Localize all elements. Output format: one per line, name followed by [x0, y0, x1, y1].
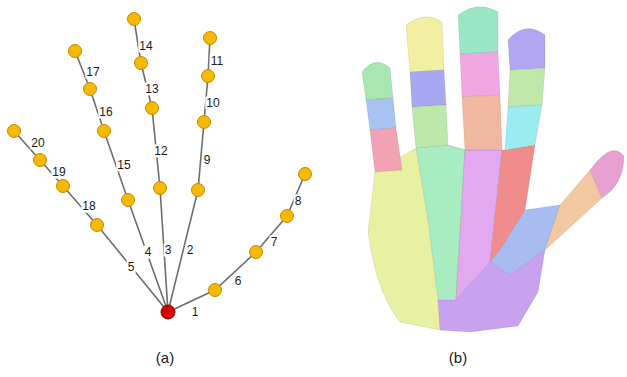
- middle-bones: [134, 19, 168, 312]
- panel-label: (a): [154, 349, 176, 366]
- ring-bones: [75, 51, 168, 312]
- bone-number: 10: [205, 97, 220, 110]
- panel-label: (b): [447, 349, 469, 366]
- bone-number: 6: [234, 275, 243, 288]
- bone-number: 12: [153, 145, 168, 158]
- bone-number: 18: [81, 200, 96, 213]
- bone-number: 2: [186, 244, 195, 257]
- bone-number: 14: [138, 40, 153, 53]
- bone-number: 7: [270, 236, 279, 249]
- bone-number: 16: [98, 106, 113, 119]
- hand-skeleton: [14, 19, 305, 312]
- root-joint: [161, 305, 175, 319]
- bone-number: 19: [51, 166, 66, 179]
- bone-number: 4: [144, 246, 153, 259]
- hand-mesh: [362, 7, 624, 332]
- pinky-bones: [14, 131, 168, 312]
- bone-number: 8: [294, 195, 303, 208]
- bone-number: 3: [164, 244, 173, 257]
- bone-number: 1: [191, 306, 200, 319]
- joints: [8, 13, 312, 297]
- bone-number: 20: [30, 137, 45, 150]
- bone-number: 5: [127, 261, 136, 274]
- bone-number: 11: [210, 55, 224, 68]
- bone-number: 13: [144, 83, 159, 96]
- bone-number: 17: [85, 66, 100, 79]
- bone-number: 15: [116, 159, 131, 172]
- bone-number: 9: [203, 154, 212, 167]
- thumb-bones: [168, 174, 305, 312]
